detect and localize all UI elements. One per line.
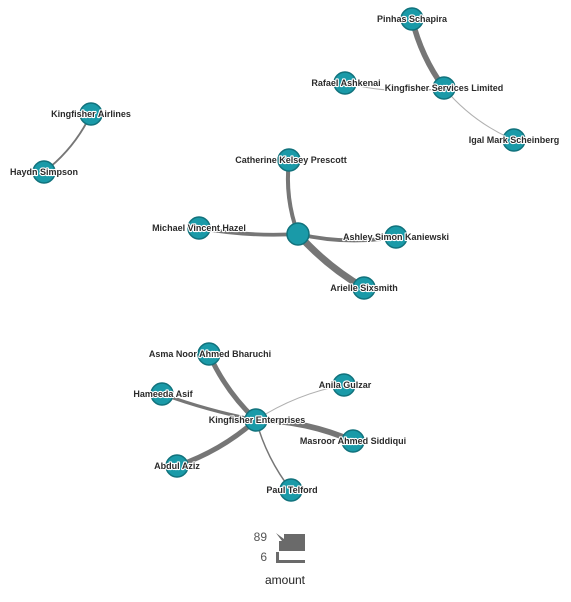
node-ksl[interactable]: Kingfisher Services Limited bbox=[384, 76, 504, 100]
node-catherine[interactable]: Catherine Kelsey Prescott bbox=[234, 148, 348, 172]
node-label: Haydn Simpson bbox=[10, 167, 78, 177]
node-circle[interactable] bbox=[332, 373, 356, 397]
node-circle[interactable] bbox=[400, 7, 424, 31]
node-abdul[interactable]: Abdul Aziz bbox=[153, 454, 201, 478]
node-circle[interactable] bbox=[352, 276, 376, 300]
node-circle[interactable] bbox=[277, 148, 301, 172]
node-kent[interactable]: Kingfisher Enterprises bbox=[208, 408, 306, 432]
node-paul[interactable]: Paul Telford bbox=[265, 478, 319, 502]
node-label: Kingfisher Enterprises bbox=[209, 415, 306, 425]
node-rafael[interactable]: Rafael Ashkenai bbox=[310, 71, 382, 95]
node-label: Paul Telford bbox=[266, 485, 317, 495]
node-label: Kingfisher Services Limited bbox=[385, 83, 504, 93]
node-label: Abdul Aziz bbox=[154, 461, 200, 471]
node-circle[interactable] bbox=[197, 342, 221, 366]
node-label: Michael Vincent Hazel bbox=[152, 223, 246, 233]
legend-width-glyph bbox=[276, 533, 305, 563]
node-label: Pinhas Schapira bbox=[377, 14, 448, 24]
node-igal[interactable]: Igal Mark Scheinberg bbox=[468, 128, 560, 152]
node-haydn[interactable]: Haydn Simpson bbox=[9, 160, 79, 184]
node-kairlines[interactable]: Kingfisher Airlines bbox=[50, 102, 132, 126]
node-label: Catherine Kelsey Prescott bbox=[235, 155, 347, 165]
edge-abdul-kent bbox=[174, 417, 259, 469]
node-label: Asma Noor Ahmed Bharuchi bbox=[149, 349, 271, 359]
node-label: Kingfisher Airlines bbox=[51, 109, 131, 119]
node-label: Ashley Simon Kaniewski bbox=[343, 232, 449, 242]
node-circle[interactable] bbox=[279, 478, 303, 502]
node-label: Anila Gulzar bbox=[319, 380, 372, 390]
node-label: Igal Mark Scheinberg bbox=[469, 135, 560, 145]
legend-title: amount bbox=[265, 573, 306, 587]
node-pinhas[interactable]: Pinhas Schapira bbox=[376, 7, 449, 31]
node-masroor[interactable]: Masroor Ahmed Siddiqui bbox=[299, 429, 407, 453]
node-hameeda[interactable]: Hameeda Asif bbox=[132, 382, 195, 406]
node-circle[interactable] bbox=[79, 102, 103, 126]
node-circle[interactable] bbox=[432, 76, 456, 100]
node-michael[interactable]: Michael Vincent Hazel bbox=[151, 216, 247, 240]
node-label: Arielle Sixsmith bbox=[330, 283, 398, 293]
node-circle[interactable] bbox=[333, 71, 357, 95]
node-circle[interactable] bbox=[244, 408, 268, 432]
node-circle[interactable] bbox=[187, 216, 211, 240]
node-circle[interactable] bbox=[341, 429, 365, 453]
node-arielle[interactable]: Arielle Sixsmith bbox=[329, 276, 399, 300]
node-label: Hameeda Asif bbox=[133, 389, 193, 399]
node-label: Rafael Ashkenai bbox=[311, 78, 380, 88]
node-asma[interactable]: Asma Noor Ahmed Bharuchi bbox=[148, 342, 272, 366]
node-circle[interactable] bbox=[165, 454, 189, 478]
legend: 89 6 amount bbox=[254, 530, 306, 587]
node-circle[interactable] bbox=[150, 382, 174, 406]
node-circle[interactable] bbox=[384, 225, 408, 249]
node-circle[interactable] bbox=[286, 222, 310, 246]
node-ashley[interactable]: Ashley Simon Kaniewski bbox=[342, 225, 450, 249]
node-label: Masroor Ahmed Siddiqui bbox=[300, 436, 406, 446]
node-circle[interactable] bbox=[502, 128, 526, 152]
node-circle[interactable] bbox=[32, 160, 56, 184]
node-hub[interactable] bbox=[286, 222, 310, 246]
node-anila[interactable]: Anila Gulzar bbox=[318, 373, 373, 397]
legend-min-label: 6 bbox=[260, 550, 267, 564]
legend-max-label: 89 bbox=[254, 530, 268, 544]
edge-igal-ksl bbox=[443, 87, 515, 141]
